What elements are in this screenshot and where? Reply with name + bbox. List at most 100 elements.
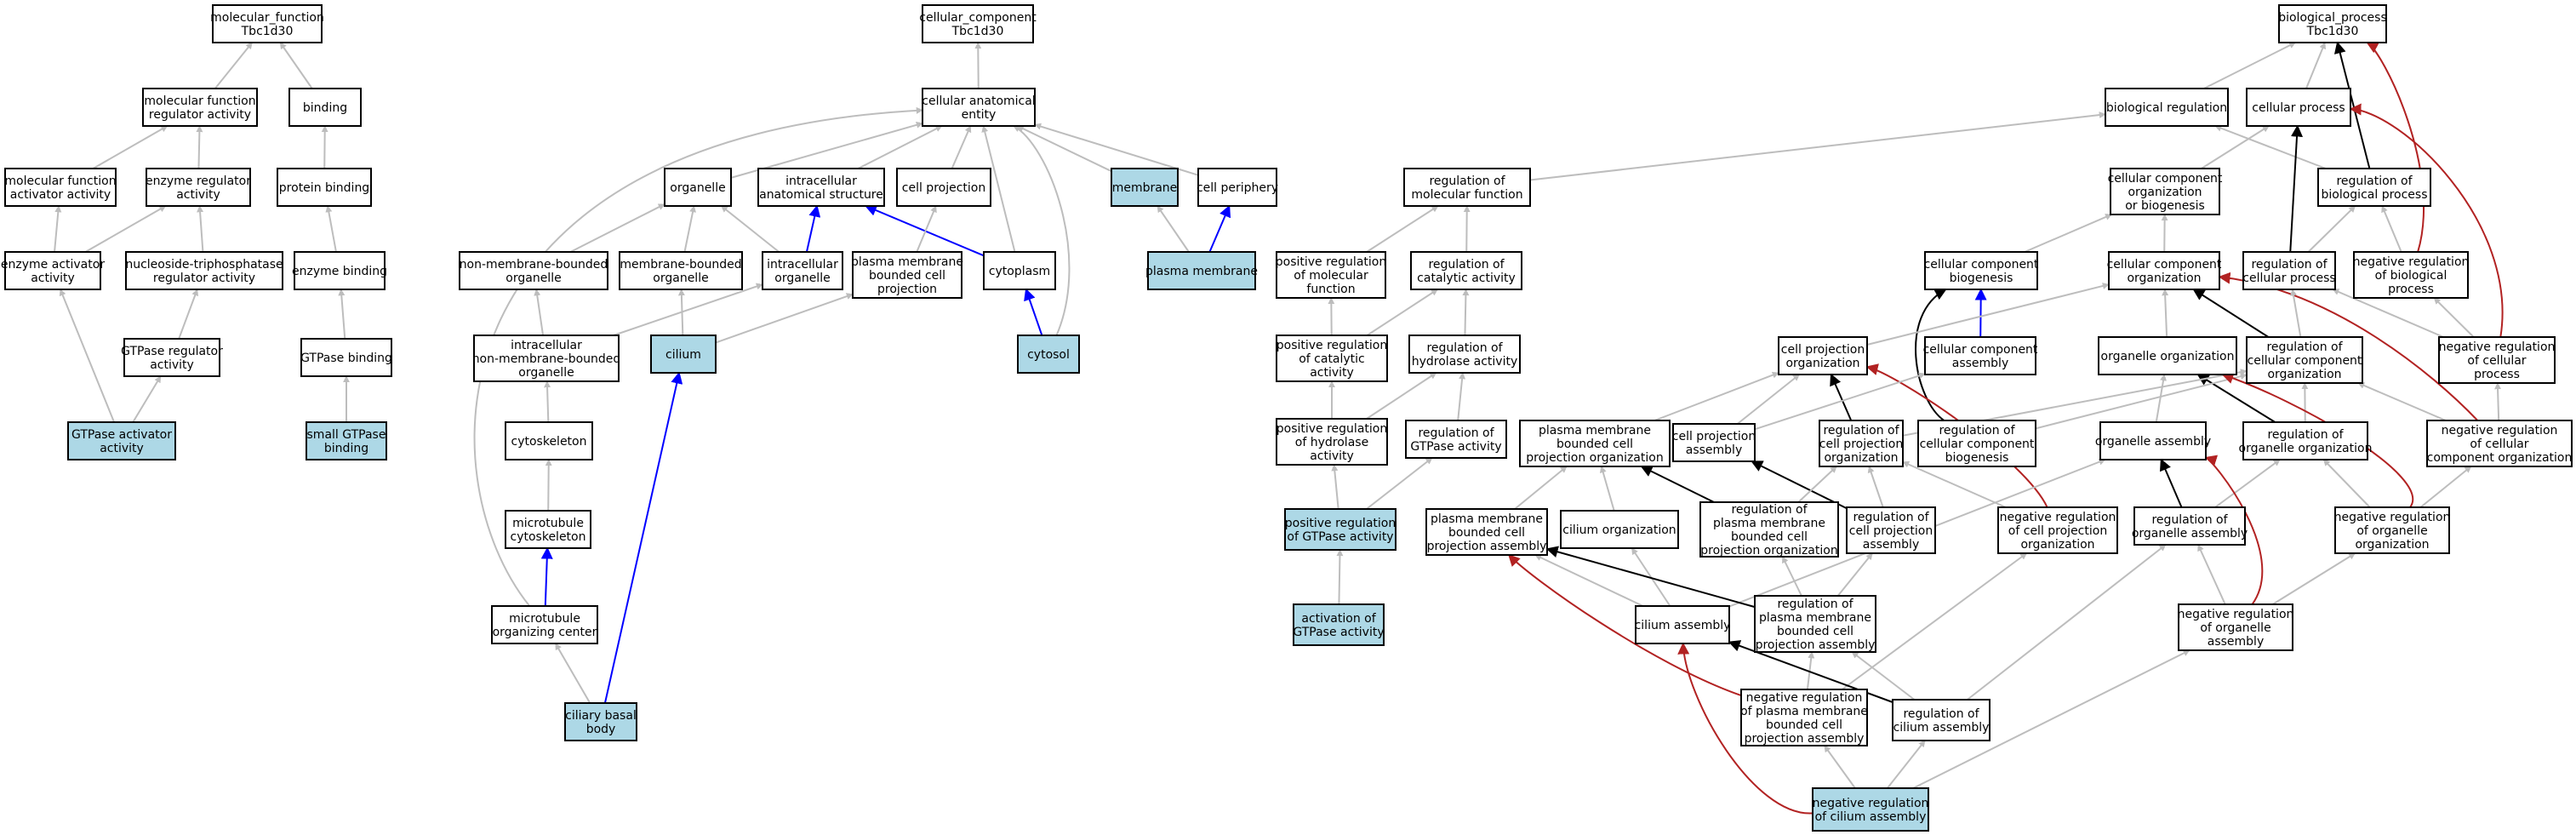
go-term-node[interactable]: cellular process (2246, 88, 2351, 127)
term-label: microtubule (509, 612, 580, 626)
edge-regulates (1545, 546, 1756, 609)
term-label: GTPase activity (1293, 626, 1384, 639)
go-term-node[interactable]: GTPase binding (300, 338, 392, 377)
go-term-node[interactable]: intracellularnon-membrane-boundedorganel… (472, 335, 621, 382)
term-label: organelle (653, 272, 708, 285)
term-label: regulation of (1903, 707, 1979, 721)
go-term-node[interactable]: cilium organization (1560, 510, 1679, 549)
go-term-node[interactable]: plasma membrane (1145, 251, 1258, 290)
term-label: projection assembly (1756, 638, 1876, 652)
go-term-node[interactable]: cytoplasm (983, 251, 1056, 290)
go-term-node[interactable]: organelle organization (2098, 336, 2237, 375)
term-label: of cell projection (2008, 524, 2107, 538)
go-term-node[interactable]: enzyme binding (292, 251, 387, 290)
term-label: intracellular (785, 174, 857, 188)
term-box (294, 251, 386, 290)
go-term-node[interactable]: organelle (664, 168, 732, 207)
term-label: regulation of (1823, 424, 1899, 438)
go-term-node[interactable]: membrane (1111, 168, 1179, 207)
term-box (4, 251, 101, 290)
go-term-node[interactable]: protein binding (277, 168, 372, 207)
term-label: Tbc1d30 (2306, 25, 2359, 38)
term-label: plasma membrane (1759, 611, 1871, 625)
edge-is-a (981, 125, 1016, 253)
go-term-node[interactable]: cilium (650, 335, 717, 374)
edge-part-of (603, 371, 683, 704)
term-box (1635, 605, 1730, 644)
go-term-node[interactable]: binding (288, 88, 362, 127)
go-term-node[interactable]: cell projection (896, 168, 991, 207)
go-term-node[interactable]: cytoskeleton (505, 421, 593, 460)
term-label: cell projection (1672, 430, 1756, 443)
term-box (1403, 168, 1531, 207)
go-term-node[interactable]: cilium assembly (1635, 605, 1731, 644)
edge-regulates (1830, 373, 1853, 421)
go-term-node[interactable]: cell periphery (1197, 168, 1278, 207)
go-term-node[interactable]: organelle assembly (2095, 421, 2211, 460)
go-term-node[interactable]: biological regulation (2105, 88, 2229, 127)
term-label: organelle organization (2239, 442, 2373, 455)
go-term-node[interactable]: cytosol (1017, 335, 1080, 374)
term-label: projection assembly (1745, 732, 1865, 746)
term-label: binding (324, 442, 368, 455)
edge-is-a (2024, 214, 2113, 253)
term-label: cell projection (1849, 524, 1933, 538)
